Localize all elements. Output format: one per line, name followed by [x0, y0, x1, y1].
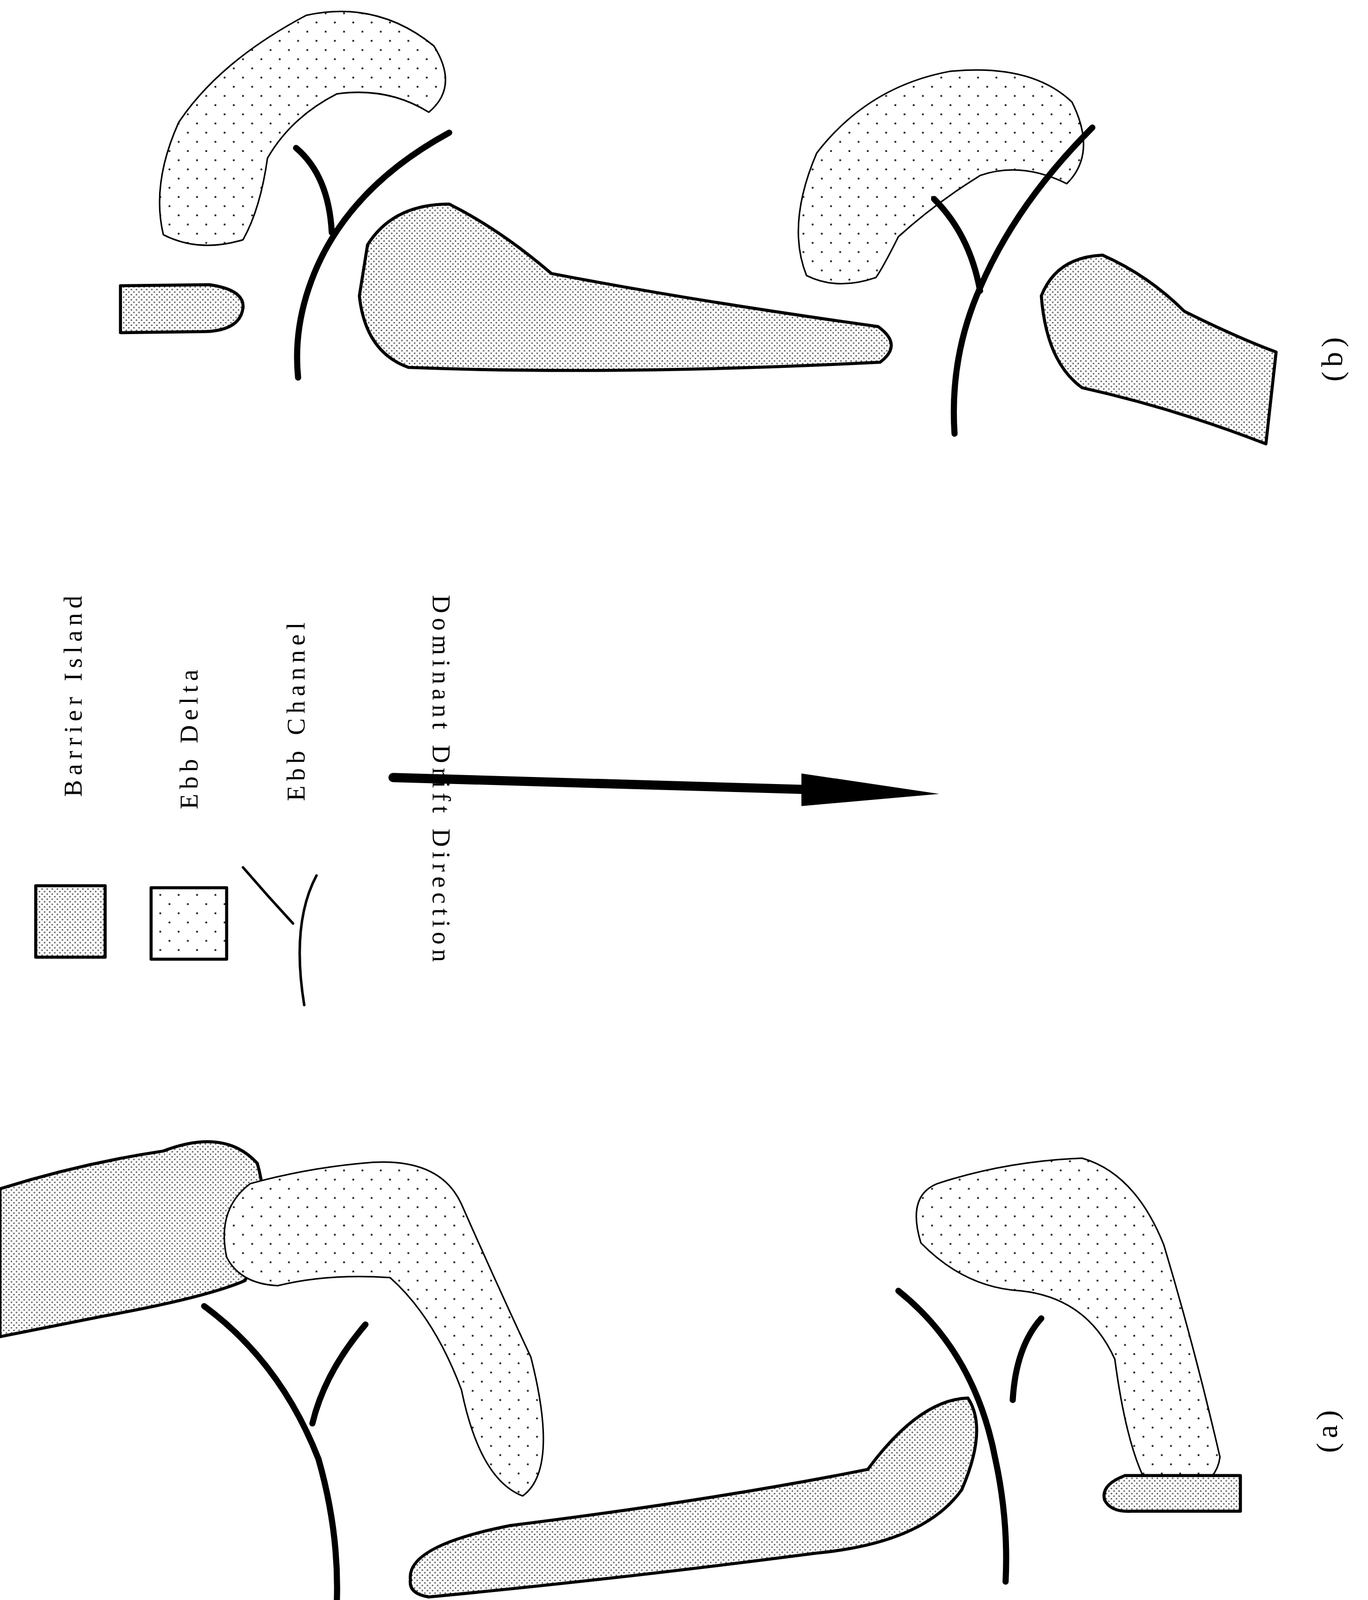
- barrier-island: [410, 1398, 977, 1598]
- panel-label: (a): [1312, 1405, 1343, 1453]
- arrow-head: [801, 773, 940, 807]
- legend-text: Ebb Channel: [283, 618, 309, 802]
- drift-arrow: [393, 777, 818, 790]
- ebb-delta: [798, 69, 1084, 284]
- panel-label: (b): [1317, 332, 1348, 383]
- barrier-island: [1104, 1475, 1241, 1512]
- barrier-island: [120, 284, 244, 333]
- ebb-delta: [916, 1158, 1220, 1496]
- legend-text: Ebb Delta: [175, 664, 202, 810]
- ebb-channel: [204, 1306, 366, 1600]
- channel-symbol: [243, 867, 317, 1006]
- ebb-delta: [224, 1162, 544, 1497]
- direction-label: Dominant Drift Direction: [428, 595, 454, 967]
- legend-text: Barrier Island: [61, 591, 87, 797]
- barrier-island: [1041, 255, 1277, 444]
- delta-swatch: [151, 887, 227, 960]
- ebb-delta: [159, 11, 446, 245]
- barrier-swatch: [35, 886, 106, 958]
- ebb-channel: [898, 1291, 1042, 1582]
